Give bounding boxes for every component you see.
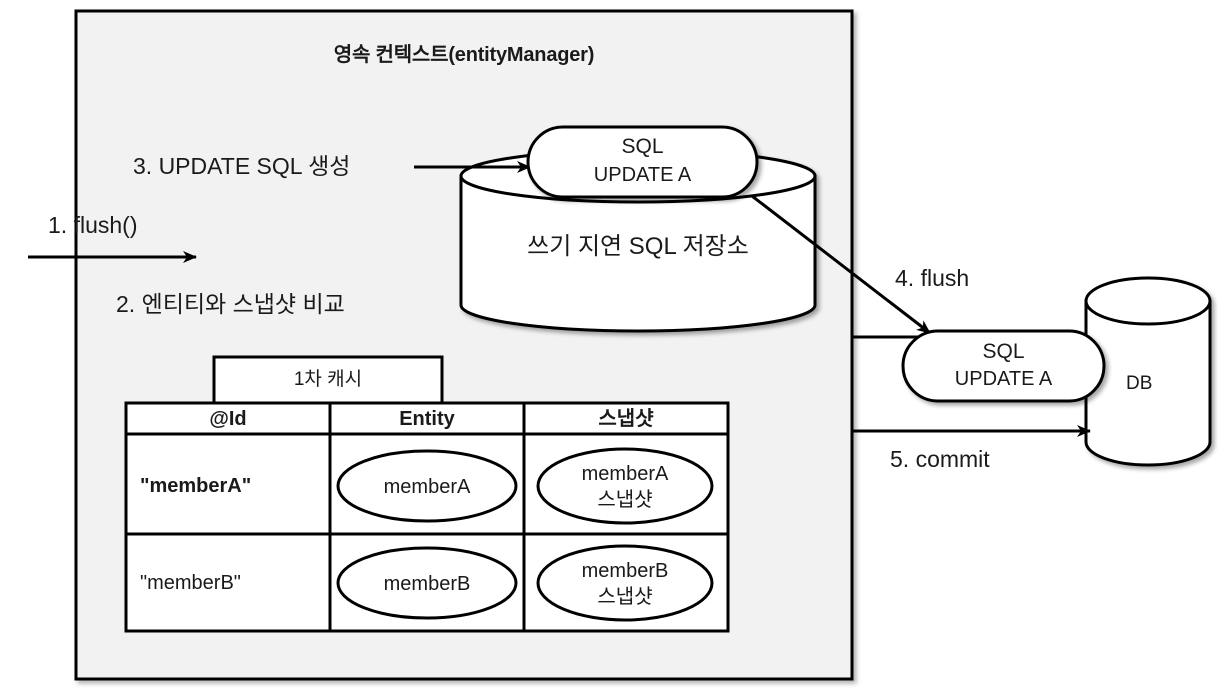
table-header-entity: Entity [399, 408, 455, 430]
step-4-flush-label: 4. flush [895, 265, 970, 291]
snapshot-ellipse-row1 [536, 447, 714, 525]
step-3-update-sql-label: 3. UPDATE SQL 생성 [133, 153, 351, 179]
table-header-snapshot: 스냅샷 [598, 408, 654, 430]
table-row-2-id: "memberB" [140, 572, 241, 594]
write-behind-store-label: 쓰기 지연 SQL 저장소 [527, 233, 749, 260]
step-5-commit-label: 5. commit [890, 446, 990, 472]
database-cylinder [1084, 276, 1212, 467]
table-row-1-entity: memberA [383, 476, 471, 498]
table-row-1-snapshot-line1: memberA [581, 463, 669, 485]
snapshot-ellipse-row2 [536, 544, 714, 622]
step-2-compare-label: 2. 엔티티와 스냅샷 비교 [116, 291, 345, 317]
store-sql-statement-box [526, 125, 759, 199]
store-sql-line2: UPDATE A [593, 164, 692, 186]
table-header-id: @Id [209, 408, 247, 430]
db-sql-line2: UPDATE A [954, 368, 1053, 390]
db-sql-statement-box [901, 329, 1106, 403]
first-level-cache-label: 1차 캐시 [293, 369, 363, 390]
page-title: 영속 컨텍스트(entityManager) [333, 44, 595, 66]
table-row-1-id: "memberA" [140, 475, 252, 497]
store-sql-line1: SQL [621, 135, 664, 158]
database-label: DB [1126, 373, 1153, 394]
first-level-cache-label-box [212, 355, 444, 406]
entity-ellipse-row1 [336, 449, 518, 523]
db-sql-line1: SQL [982, 340, 1025, 363]
table-row-1-snapshot-line2: 스냅샷 [597, 489, 653, 511]
table-row-2-entity: memberB [383, 573, 471, 595]
table-row-2-snapshot-line1: memberB [581, 560, 669, 582]
flush-to-db-arrow [751, 194, 931, 335]
step-1-flush-label: 1. flush() [48, 212, 138, 238]
entity-ellipse-row2 [336, 546, 518, 620]
table-row-2-snapshot-line2: 스냅샷 [597, 586, 653, 608]
